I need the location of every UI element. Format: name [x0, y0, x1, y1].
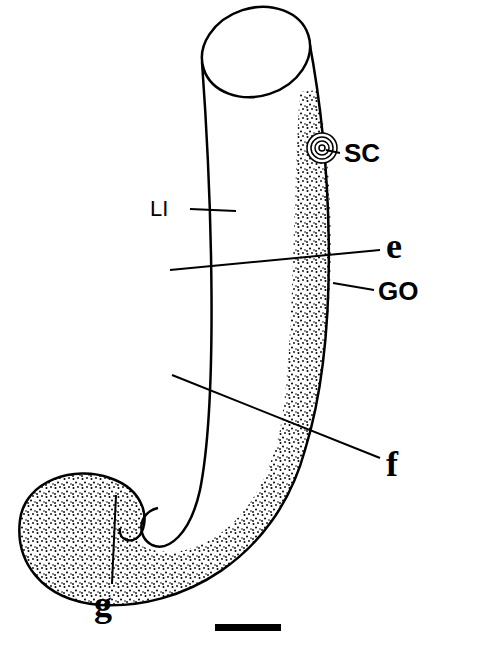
- body-right-outline: [19, 40, 328, 605]
- body-left-outline: [141, 62, 211, 547]
- sc-organ: [307, 133, 337, 163]
- part-label: LI: [150, 198, 168, 220]
- part-label: e: [386, 228, 402, 264]
- part-label: SC: [344, 140, 380, 166]
- part-label: GO: [378, 278, 418, 304]
- part-label: g: [94, 586, 112, 622]
- scale-bar: [215, 624, 281, 631]
- stippled-band: [19, 90, 330, 605]
- leader-lines: [112, 150, 380, 584]
- part-label: f: [386, 446, 398, 482]
- aperture: [190, 0, 322, 111]
